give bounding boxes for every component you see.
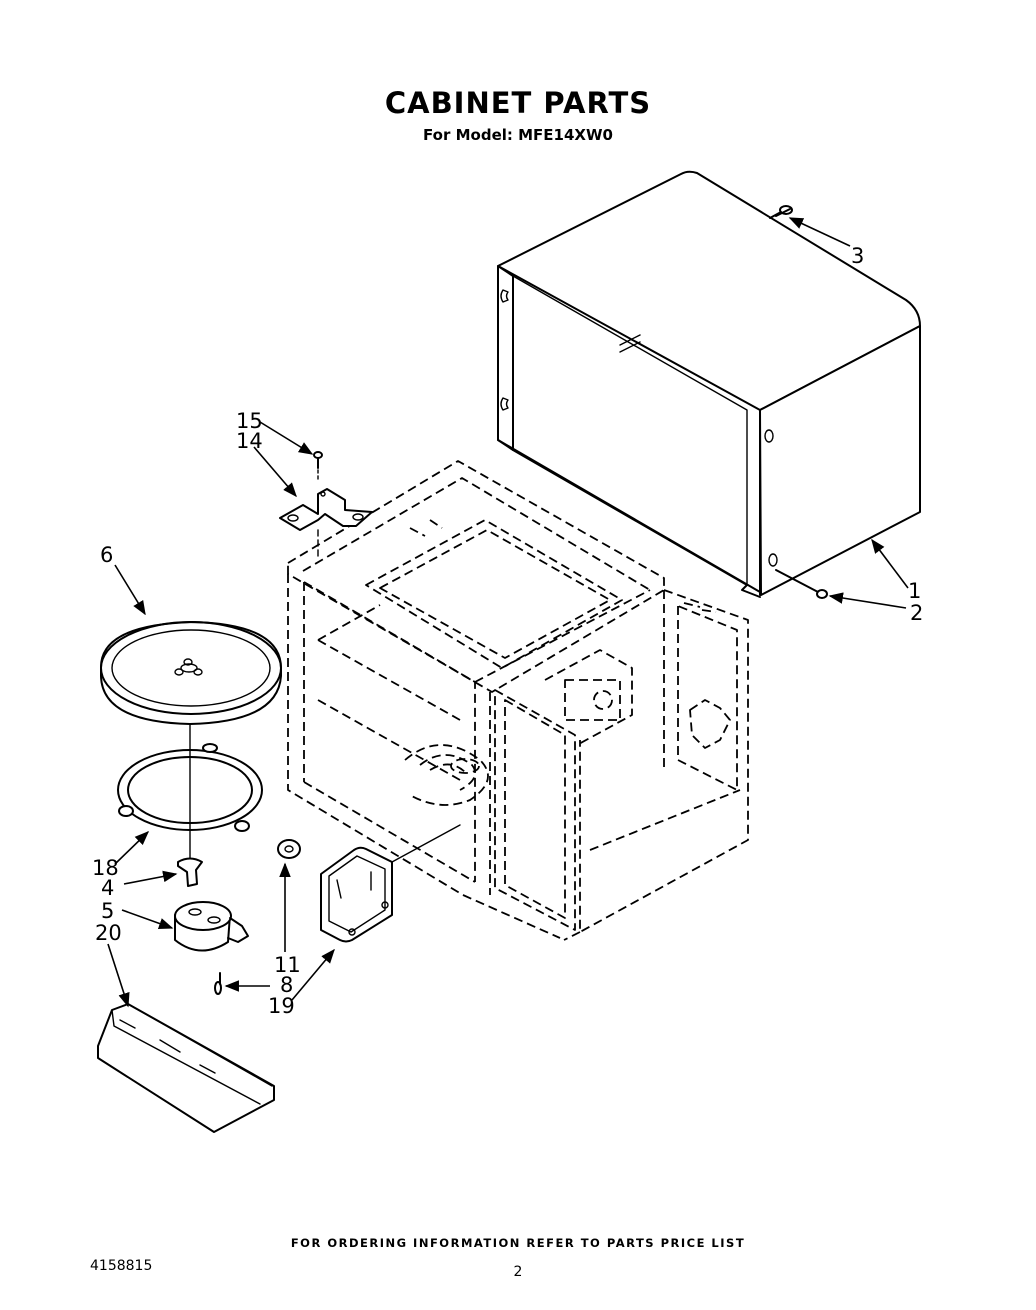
callout-15: 15 (236, 409, 263, 433)
cover-19 (320, 824, 461, 943)
callout-6: 6 (100, 543, 113, 567)
washer-11 (277, 839, 301, 859)
screw-8 (214, 972, 222, 995)
callout-11: 11 (274, 953, 301, 977)
ordering-note: FOR ORDERING INFORMATION REFER TO PARTS … (290, 1236, 746, 1250)
callout-4: 4 (101, 876, 114, 900)
callout-8: 8 (280, 973, 293, 997)
callout-20: 20 (95, 921, 122, 945)
callout-3: 3 (851, 244, 864, 268)
callout-5: 5 (101, 899, 114, 923)
callout-14: 14 (236, 429, 263, 453)
roller-ring-18 (117, 723, 263, 859)
document-number: 4158815 (90, 1258, 153, 1274)
callout-19: 19 (268, 994, 295, 1018)
model-subtitle: For Model: MFE14XW0 (423, 126, 613, 144)
page-title: CABINET PARTS (384, 86, 652, 120)
callout-2: 2 (910, 601, 923, 625)
callout-1: 1 (908, 579, 921, 603)
oven-cavity (287, 460, 749, 941)
glass-tray-6 (99, 621, 282, 725)
screw-15 (313, 451, 323, 561)
coupler-4 (177, 857, 203, 887)
bracket-14 (279, 488, 373, 531)
screw-2 (775, 569, 828, 599)
cabinet-wrapper (497, 170, 921, 598)
turntable-motor-5 (174, 901, 249, 952)
callout-18: 18 (92, 856, 119, 880)
leader-lines (107, 217, 909, 1008)
screw-3 (769, 205, 793, 219)
page-number: 2 (513, 1264, 523, 1280)
base-pan-20 (97, 1003, 275, 1133)
